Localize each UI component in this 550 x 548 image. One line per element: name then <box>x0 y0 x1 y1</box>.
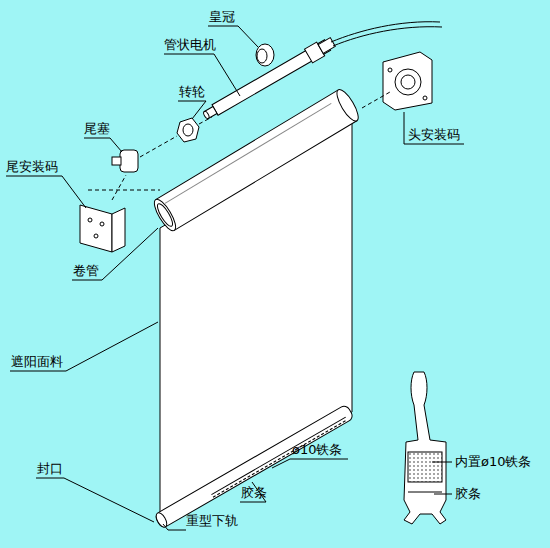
part-label: 遮阳面料 <box>11 354 63 369</box>
part-label: 转轮 <box>179 84 205 99</box>
part-label: ø10铁条 <box>292 442 343 457</box>
part-label: 头安装码 <box>408 127 460 142</box>
part-label: 皇冠 <box>209 9 235 24</box>
part-label: 尾安装码 <box>6 159 58 174</box>
section-label: 内置ø10铁条 <box>455 454 532 469</box>
part-label: 尾塞 <box>84 121 110 136</box>
part-label: 卷管 <box>73 263 99 278</box>
part-label: 重型下轨 <box>186 513 238 528</box>
part-label: 管状电机 <box>164 37 216 52</box>
part-label: 封口 <box>37 461 63 476</box>
section-label: 胶条 <box>455 486 481 501</box>
part-label: 胶条 <box>241 485 267 500</box>
